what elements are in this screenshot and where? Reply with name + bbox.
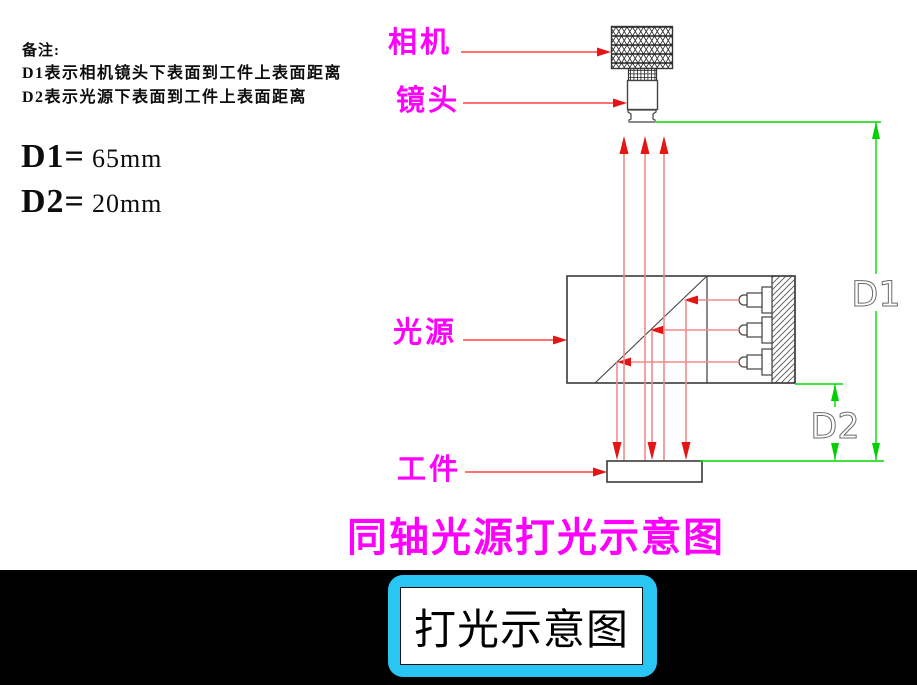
- note-line-d2: D2表示光源下表面到工件上表面距离: [22, 89, 308, 106]
- d2-value-row: D2= 20mm: [21, 183, 162, 228]
- down-light-rays: [612, 300, 691, 460]
- footer-bar: 打光示意图: [0, 570, 917, 685]
- d2-label-plate: [815, 407, 855, 443]
- workpiece-shape: [606, 460, 703, 483]
- dimension-values: D1= 65mm D2= 20mm: [21, 138, 162, 228]
- note-line-d1: D1表示相机镜头下表面到工件上表面距离: [22, 65, 343, 82]
- workpiece-label: 工件: [397, 454, 462, 486]
- notes-title: 备注:: [22, 43, 60, 59]
- lighting-diagram-button-label: 打光示意图: [413, 607, 629, 654]
- diagram-title: 同轴光源打光示意图: [347, 515, 725, 560]
- light-arrow-icon: [553, 335, 567, 345]
- lighting-diagram-button-face: 打光示意图: [400, 587, 643, 665]
- d1-label-plate: [856, 274, 896, 311]
- d2-name: D2=: [21, 183, 85, 220]
- led-emitters: [738, 286, 773, 376]
- lens-arrow-icon: [613, 98, 627, 108]
- d2-dim-label: D2: [810, 407, 859, 447]
- notes-block: 备注: D1表示相机镜头下表面到工件上表面距离 D2表示光源下表面到工件上表面距…: [22, 40, 342, 110]
- light-source-label: 光源: [393, 317, 458, 349]
- lens-shape: [626, 79, 659, 123]
- d2-value: 20mm: [91, 189, 163, 218]
- camera-arrow-icon: [597, 47, 611, 57]
- label-leader-arrows: [461, 47, 627, 477]
- workpiece-arrow-icon: [593, 467, 607, 477]
- dimension-arrowheads: [831, 122, 880, 460]
- d1-value: 65mm: [91, 144, 163, 173]
- lens-label: 镜头: [396, 85, 461, 117]
- up-light-rays: [619, 136, 669, 461]
- camera-shape: [610, 25, 674, 82]
- d1-name: D1=: [21, 138, 85, 175]
- lighting-diagram-button[interactable]: 打光示意图: [388, 575, 657, 677]
- beam-splitter-diagonal: [594, 275, 708, 384]
- d1-value-row: D1= 65mm: [21, 138, 162, 183]
- camera-label: 相机: [388, 27, 453, 59]
- d1-dim-label: D1: [851, 275, 900, 315]
